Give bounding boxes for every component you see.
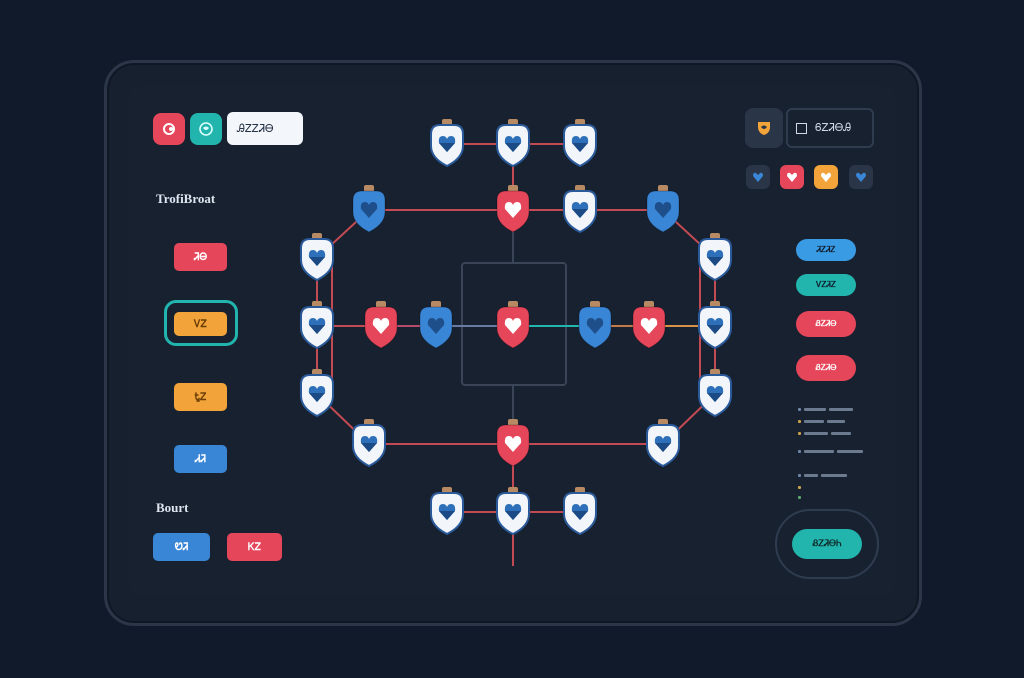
heart-shade <box>309 393 325 402</box>
node-cap <box>431 301 441 308</box>
record-button[interactable] <box>153 113 185 145</box>
heart-icon <box>372 318 390 334</box>
heart-shade <box>361 443 377 452</box>
board-node-white[interactable] <box>698 369 732 418</box>
mini-heart-blue-1[interactable] <box>746 165 770 189</box>
board-node-red[interactable] <box>496 419 530 467</box>
board-node-blue[interactable] <box>646 185 680 233</box>
selected-option-ring <box>164 300 238 346</box>
heart-icon <box>504 202 522 218</box>
bottom-red-button[interactable]: ᏦᏃ <box>227 533 282 561</box>
node-cap <box>644 301 654 308</box>
pill-button-2[interactable]: ᏙᏃᏘᏃ <box>796 274 856 296</box>
code-field[interactable]: ᎯᏃᏃᏘᎾ <box>227 112 303 145</box>
node-cap <box>508 419 518 426</box>
heart-icon <box>586 318 604 334</box>
option-button-4[interactable]: ᏗᏘ <box>174 445 227 473</box>
heart-shade <box>439 143 455 152</box>
node-cap <box>376 301 386 308</box>
shield-button[interactable] <box>745 108 783 148</box>
mini-heart-red[interactable] <box>780 165 804 189</box>
record-icon <box>163 123 175 135</box>
heart-icon <box>504 318 522 334</box>
board-node-white[interactable] <box>300 233 334 282</box>
node-cap <box>590 301 600 308</box>
heart-icon <box>640 318 658 334</box>
board-node-blue[interactable] <box>352 185 386 233</box>
node-cap <box>658 185 668 192</box>
board-node-white[interactable] <box>430 487 464 536</box>
shield-icon <box>758 122 770 135</box>
board-node-white[interactable] <box>563 185 597 234</box>
section-title-trofibroat: TrofiBroat <box>156 191 216 206</box>
checkbox-icon <box>796 122 807 134</box>
chat-heart-icon <box>199 122 213 136</box>
board-node-white[interactable] <box>563 119 597 168</box>
board-node-white[interactable] <box>563 487 597 536</box>
pill-button-4[interactable]: ᏰᏃᏘᎾ <box>796 355 856 381</box>
node-cap <box>508 185 518 192</box>
heart-shade <box>655 443 671 452</box>
heart-shade <box>309 257 325 266</box>
heart-icon <box>753 172 763 182</box>
action-button-ring <box>775 509 879 579</box>
board-node-white[interactable] <box>646 419 680 468</box>
chat-button[interactable] <box>190 113 222 145</box>
heart-icon <box>654 202 672 218</box>
board-node-blue[interactable] <box>419 301 453 349</box>
board-node-red[interactable] <box>364 301 398 349</box>
option-button-1[interactable]: ᏘᎾ <box>174 243 227 271</box>
option-button-2-selected[interactable]: ᏙᏃ <box>174 312 227 336</box>
top-right-field-text: ᏮᏃᏘᎾᎯ <box>815 121 852 134</box>
heart-shade <box>572 209 588 218</box>
pill-button-1[interactable]: ᏘᏃᏘᏃ <box>796 239 856 261</box>
action-button[interactable]: ᏰᏃᏘᎾᏂ <box>792 529 862 559</box>
heart-shade <box>439 511 455 520</box>
mini-heart-blue-2[interactable] <box>849 165 873 189</box>
board-node-blue[interactable] <box>578 301 612 349</box>
mini-heart-yellow[interactable] <box>814 165 838 189</box>
heart-shade <box>505 511 521 520</box>
board-node-white[interactable] <box>300 301 334 350</box>
board-node-red[interactable] <box>632 301 666 349</box>
pill-button-3[interactable]: ᏰᏃᏘᎾ <box>796 311 856 337</box>
heart-icon <box>427 318 445 334</box>
board-node-white[interactable] <box>300 369 334 418</box>
node-cap <box>364 185 374 192</box>
board-node-white[interactable] <box>496 119 530 168</box>
heart-icon <box>856 172 866 182</box>
heart-shade <box>572 511 588 520</box>
board-node-white[interactable] <box>698 233 732 282</box>
board-node-white[interactable] <box>352 419 386 468</box>
heart-shade <box>707 257 723 266</box>
heart-shade <box>309 325 325 334</box>
heart-shade <box>707 325 723 334</box>
board-node-white[interactable] <box>430 119 464 168</box>
heart-icon <box>504 436 522 452</box>
bottom-blue-button[interactable]: ᏬᏘ <box>153 533 210 561</box>
heart-shade <box>505 143 521 152</box>
section-title-bourt: Bourt <box>156 500 189 515</box>
node-cap <box>508 301 518 308</box>
option-button-3[interactable]: ᎿᏃ <box>174 383 227 411</box>
board-node-white[interactable] <box>496 487 530 536</box>
top-right-field[interactable]: ᏮᏃᏘᎾᎯ <box>786 108 874 148</box>
board-node-red[interactable] <box>496 185 530 233</box>
heart-icon <box>360 202 378 218</box>
board-node-white[interactable] <box>698 301 732 350</box>
heart-shade <box>707 393 723 402</box>
board-nodes <box>300 119 732 536</box>
heart-icon <box>821 172 831 182</box>
board-node-red[interactable] <box>496 301 530 349</box>
heart-shade <box>572 143 588 152</box>
heart-icon <box>787 172 797 182</box>
